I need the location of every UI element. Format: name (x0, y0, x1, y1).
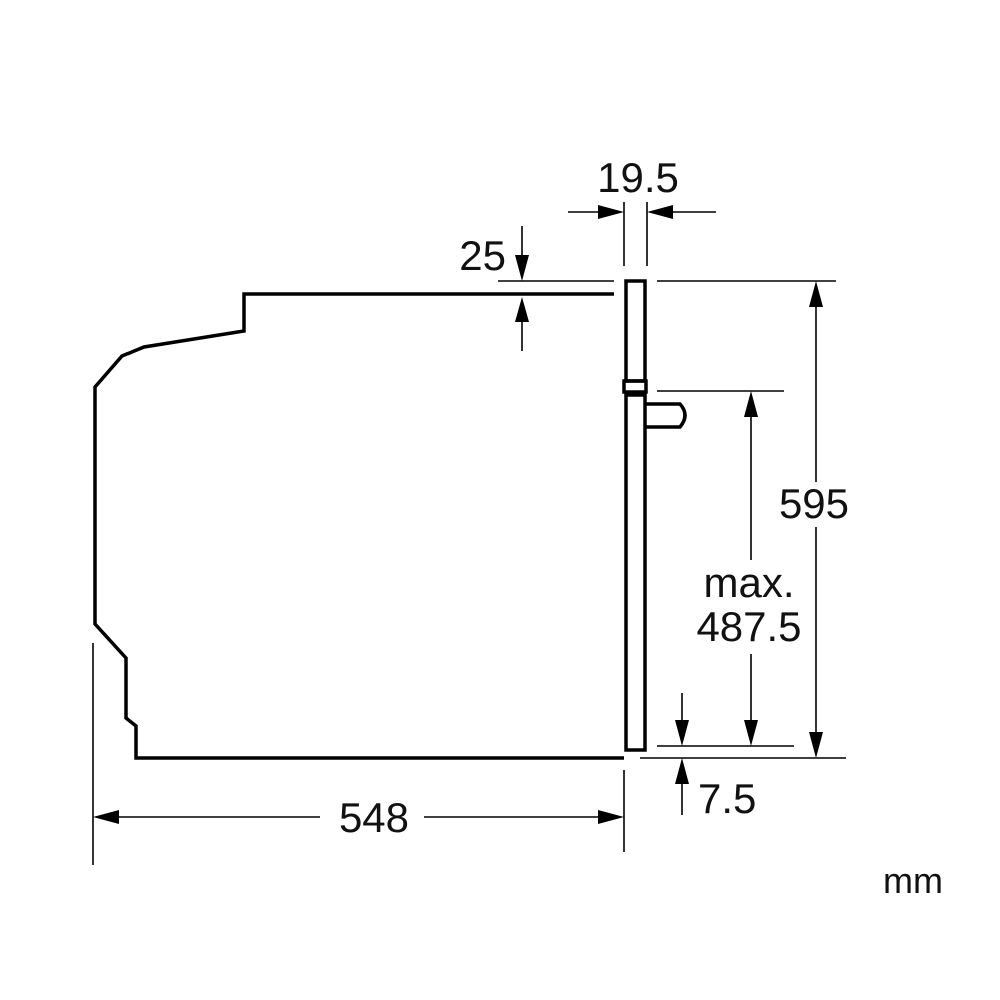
unit-label: mm (883, 860, 943, 901)
door-handle (645, 402, 687, 429)
arrow-height-top (809, 281, 823, 307)
front-panel-connector (622, 379, 648, 394)
label-max: max. (703, 559, 794, 606)
oven-body-outline (93, 292, 624, 760)
arrow-depth-right (598, 810, 624, 824)
arrow-door-height-top (744, 391, 758, 417)
front-panel-upper (624, 279, 647, 383)
label-door-thickness: 19.5 (597, 154, 679, 201)
oven-door (624, 393, 647, 752)
label-max-value: 487.5 (696, 603, 801, 650)
arrow-height-bottom (809, 732, 823, 758)
arrow-door-right (647, 205, 673, 219)
arrow-top-gap-down (515, 255, 529, 281)
label-depth: 548 (339, 794, 409, 841)
label-top-gap: 25 (459, 232, 506, 279)
arrow-depth-left (93, 810, 119, 824)
arrow-top-gap-up (515, 297, 529, 322)
label-total-height: 595 (779, 480, 849, 527)
arrow-bottom-down (675, 720, 689, 746)
label-bottom-offset: 7.5 (698, 775, 756, 822)
arrow-door-height-bottom (744, 720, 758, 746)
arrow-door-left (598, 205, 624, 219)
arrow-bottom-up (675, 758, 689, 784)
